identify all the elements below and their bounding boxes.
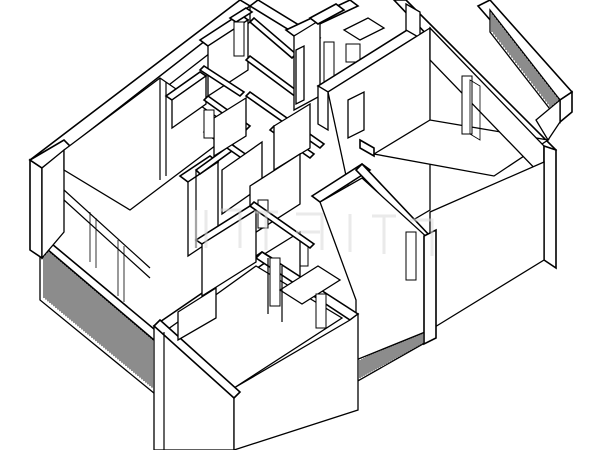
balcony-left [32, 233, 162, 400]
partition-walls [164, 7, 326, 258]
balcony-right [476, 0, 574, 142]
room-bathroom [152, 250, 360, 450]
watermark [194, 208, 434, 256]
outer-wall-left [28, 138, 72, 260]
room-bedroom-large [316, 0, 558, 332]
